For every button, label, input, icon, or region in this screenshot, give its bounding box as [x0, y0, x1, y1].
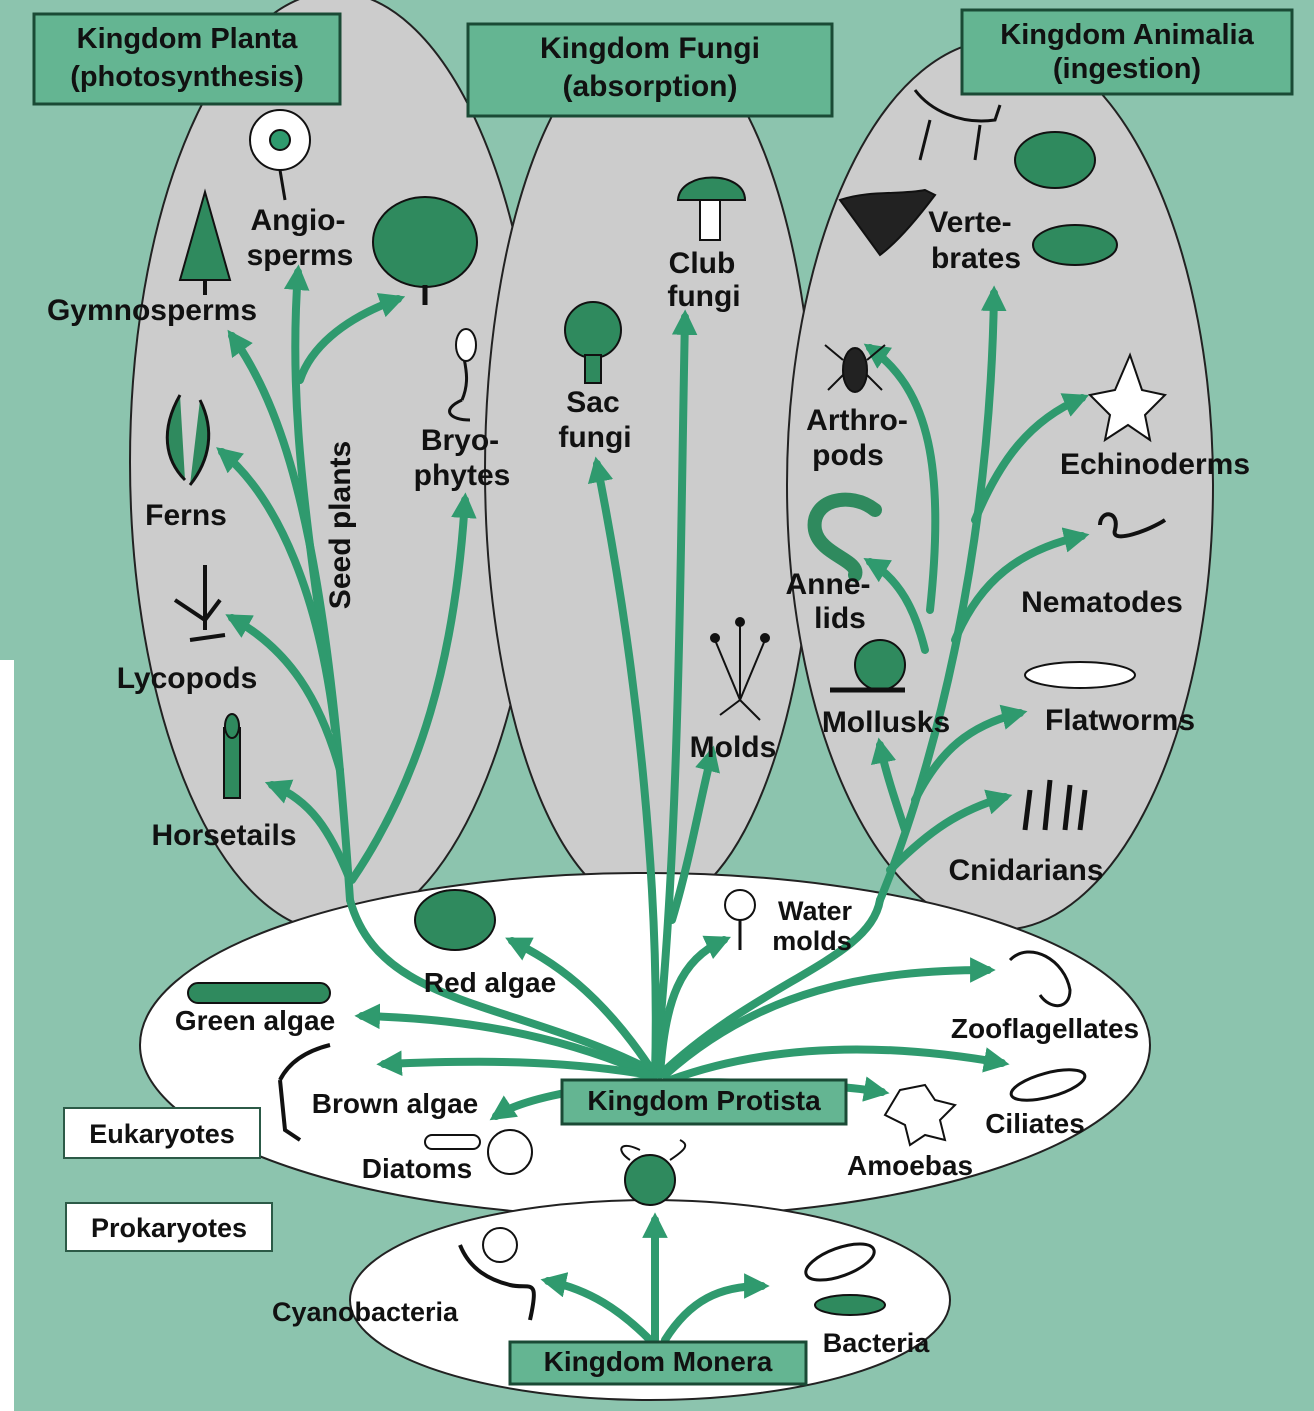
red-alga-icon [415, 890, 495, 950]
eukaryotes-label: Eukaryotes [89, 1119, 235, 1149]
sac-fungi-label-line1: Sac [566, 386, 619, 419]
green-alga-icon [188, 983, 330, 1003]
vertebrates-label-line1: Verte- [928, 206, 1011, 239]
monera-kingdom-label: Kingdom Monera [544, 1346, 773, 1377]
frog-icon [1015, 132, 1095, 188]
planta-kingdom-label: Kingdom Planta [77, 23, 299, 55]
bryophytes-label-line1: Bryo- [421, 424, 499, 457]
flatworm-icon [1025, 662, 1135, 688]
fish-icon [1033, 225, 1117, 265]
brown-algae-label: Brown algae [312, 1088, 478, 1119]
amoebas-label: Amoebas [847, 1150, 973, 1181]
cyanobacteria-label: Cyanobacteria [272, 1297, 459, 1327]
animalia-kingdom-label: Kingdom Animalia [1000, 19, 1254, 51]
ciliates-label: Ciliates [985, 1108, 1085, 1139]
gymnosperms-label: Gymnosperms [47, 294, 257, 327]
annelids-label-line1: Anne- [786, 568, 871, 601]
fungi-oval [485, 30, 815, 910]
bacteria-label: Bacteria [823, 1328, 931, 1358]
horsetail-icon [224, 714, 240, 798]
red-algae-label: Red algae [424, 967, 556, 998]
vertebrates-label-line2: brates [931, 242, 1021, 275]
arthropods-label-line2: pods [812, 439, 884, 472]
flatworms-label: Flatworms [1045, 704, 1195, 737]
fungi-title-box: Kingdom Fungi (absorption) [468, 24, 832, 116]
water-molds-label-line2: molds [772, 926, 852, 956]
fungi-kingdom-label: Kingdom Fungi [540, 32, 760, 65]
protista-title-box: Kingdom Protista [562, 1080, 846, 1124]
left-white-strip [0, 660, 14, 1411]
club-fungi-label-line1: Club [669, 247, 736, 280]
water-molds-label-line1: Water [778, 896, 853, 926]
zooflagellates-label: Zooflagellates [951, 1013, 1139, 1044]
nematodes-label: Nematodes [1021, 586, 1183, 619]
animalia-title-box: Kingdom Animalia (ingestion) [962, 10, 1292, 94]
eukaryotes-box: Eukaryotes [64, 1108, 260, 1158]
seed-plants-label: Seed plants [324, 441, 357, 609]
club-fungi-label-line2: fungi [667, 280, 740, 313]
echinoderms-label: Echinoderms [1060, 448, 1250, 481]
angiosperms-label-line1: Angio- [251, 204, 346, 237]
green-algae-label: Green algae [175, 1005, 335, 1036]
cnidarians-label: Cnidarians [948, 854, 1103, 887]
animalia-mode-label: (ingestion) [1053, 53, 1201, 85]
monera-title-box: Kingdom Monera [510, 1342, 806, 1384]
sac-fungi-label-line2: fungi [558, 421, 631, 454]
planta-mode-label: (photosynthesis) [70, 61, 304, 93]
horsetails-label: Horsetails [151, 819, 296, 852]
prokaryotes-box: Prokaryotes [66, 1203, 272, 1251]
ferns-label: Ferns [145, 499, 227, 532]
fungi-mode-label: (absorption) [563, 70, 738, 103]
angiosperms-label-line2: sperms [247, 239, 354, 272]
bryophytes-label-line2: phytes [414, 459, 511, 492]
prokaryotes-label: Prokaryotes [91, 1213, 247, 1243]
planta-title-box: Kingdom Planta (photosynthesis) [34, 14, 340, 104]
arthropods-label-line1: Arthro- [806, 404, 908, 437]
annelids-label-line2: lids [814, 602, 866, 635]
mollusks-label: Mollusks [822, 706, 950, 739]
lycopods-label: Lycopods [117, 662, 258, 695]
diatoms-label: Diatoms [362, 1153, 472, 1184]
protista-kingdom-label: Kingdom Protista [587, 1085, 821, 1116]
molds-label: Molds [690, 731, 777, 764]
